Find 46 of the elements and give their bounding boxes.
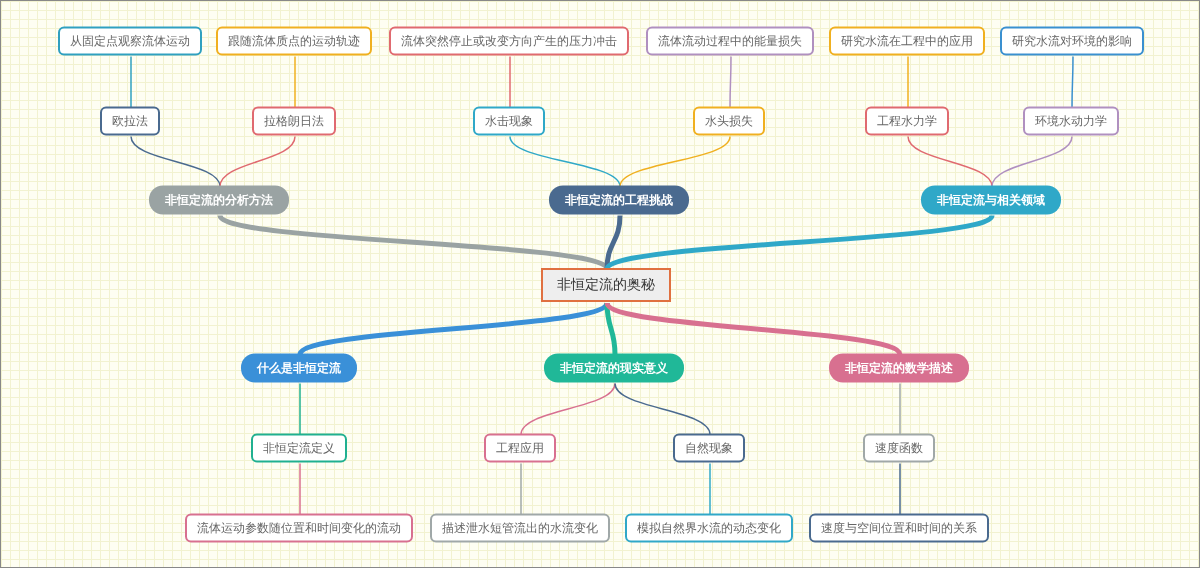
subtopic-box: 描述泄水短管流出的水流变化 — [430, 513, 610, 543]
branch-line — [907, 55, 909, 109]
subtopic-box: 流体流动过程中的能量损失 — [646, 26, 814, 56]
branch-topic: 非恒定流的工程挑战 — [549, 185, 689, 215]
branch-line — [1071, 55, 1074, 109]
subtopic-box: 水头损失 — [693, 106, 765, 136]
branch-line — [729, 55, 732, 109]
subtopic-box: 环境水动力学 — [1023, 106, 1119, 136]
subtopic-box: 拉格朗日法 — [252, 106, 336, 136]
branch-line — [299, 382, 301, 436]
branch-line — [520, 462, 522, 516]
branch-line — [619, 135, 731, 188]
subtopic-box: 工程水力学 — [865, 106, 949, 136]
branch-line — [709, 462, 711, 516]
subtopic-box: 流体运动参数随位置和时间变化的流动 — [185, 513, 413, 543]
branch-topic: 什么是非恒定流 — [241, 353, 357, 383]
subtopic-box: 工程应用 — [484, 433, 556, 463]
branch-line — [299, 462, 301, 516]
branch-topic: 非恒定流的分析方法 — [149, 185, 289, 215]
branch-line — [899, 382, 901, 436]
branch-line — [509, 55, 511, 109]
subtopic-box: 从固定点观察流体运动 — [58, 26, 202, 56]
branch-topic: 非恒定流的数学描述 — [829, 353, 969, 383]
subtopic-box: 非恒定流定义 — [251, 433, 347, 463]
subtopic-box: 研究水流在工程中的应用 — [829, 26, 985, 56]
branch-line — [294, 55, 296, 109]
branch-line — [130, 55, 132, 109]
subtopic-box: 速度函数 — [863, 433, 935, 463]
subtopic-box: 欧拉法 — [100, 106, 160, 136]
branch-line — [130, 135, 221, 188]
branch-line — [907, 135, 993, 188]
subtopic-box: 自然现象 — [673, 433, 745, 463]
subtopic-box: 研究水流对环境的影响 — [1000, 26, 1144, 56]
branch-topic: 非恒定流与相关领域 — [921, 185, 1061, 215]
central-topic: 非恒定流的奥秘 — [541, 268, 671, 302]
branch-line — [899, 462, 901, 516]
subtopic-box: 速度与空间位置和时间的关系 — [809, 513, 989, 543]
subtopic-box: 流体突然停止或改变方向产生的压力冲击 — [389, 26, 629, 56]
branch-line — [991, 135, 1073, 188]
subtopic-box: 模拟自然界水流的动态变化 — [625, 513, 793, 543]
branch-line — [614, 382, 711, 436]
branch-topic: 非恒定流的现实意义 — [544, 353, 684, 383]
subtopic-box: 跟随流体质点的运动轨迹 — [216, 26, 372, 56]
branch-line — [605, 213, 994, 271]
branch-line — [219, 135, 296, 188]
subtopic-box: 水击现象 — [473, 106, 545, 136]
